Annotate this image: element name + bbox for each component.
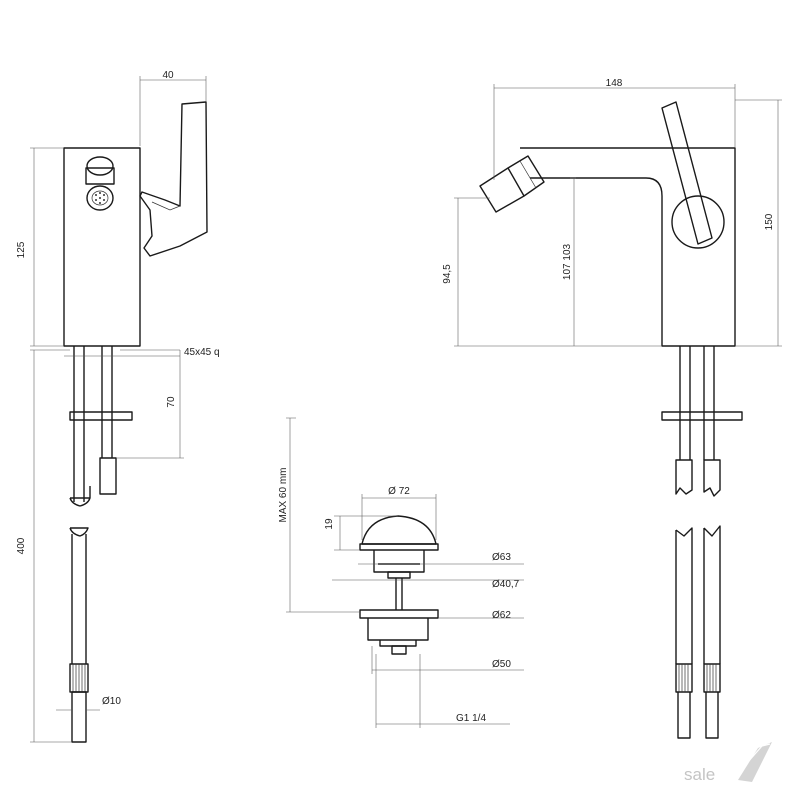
dim-side-width: 40 <box>162 70 174 81</box>
dim-front-height: 150 <box>764 213 775 230</box>
drain-tail <box>391 645 407 655</box>
front-body <box>520 147 736 347</box>
front-hoses <box>675 525 721 664</box>
dim-body-height: 107 103 <box>562 243 573 280</box>
dim-40-line <box>139 76 207 146</box>
dim-d72-line <box>361 494 437 540</box>
dim-max-line <box>286 417 360 613</box>
front-pipes <box>679 346 715 460</box>
front-plate <box>661 411 743 421</box>
drain-view: MAX 60 mm 19 Ø 72 Ø63 Ø40,7 Ø62 Ø50 G1 1… <box>278 417 524 728</box>
dim-max-height: MAX 60 mm <box>278 467 289 522</box>
front-view: 148 150 94,5 107 103 <box>442 78 782 739</box>
dim-d63: Ø63 <box>492 552 511 563</box>
drain-stem <box>395 578 403 610</box>
hose-lower <box>69 527 89 664</box>
dim-cap-height: 19 <box>324 518 335 530</box>
dim-hose-diameter: Ø10 <box>102 696 121 707</box>
dim-spout-height: 94,5 <box>442 264 453 284</box>
drain-waste <box>367 618 429 647</box>
aerator <box>85 156 115 211</box>
dim-g114-line <box>375 654 510 728</box>
dim-connection: 45x45 q <box>184 347 220 358</box>
dim-107-line <box>570 177 576 346</box>
dim-cap-diameter: Ø 72 <box>388 486 410 497</box>
dim-connection-depth: 70 <box>166 396 177 408</box>
mounting-plate <box>69 411 133 421</box>
dim-150-line <box>735 99 782 347</box>
brand-logo-text: sale <box>684 765 715 784</box>
dim-front-width: 148 <box>606 78 623 89</box>
dim-side-height: 125 <box>16 241 27 258</box>
front-lever <box>661 101 725 249</box>
dim-400-line <box>30 349 72 743</box>
front-nut-right <box>703 663 721 693</box>
dim-19-line <box>334 515 398 551</box>
drain-flange <box>359 543 439 551</box>
dim-d40-7: Ø40,7 <box>492 579 520 590</box>
front-hose-ends <box>677 692 719 739</box>
drain-body <box>373 550 425 573</box>
hose-break-top <box>69 486 91 507</box>
side-body <box>63 147 141 347</box>
dim-thread: G1 1/4 <box>456 713 486 724</box>
dim-125-line <box>30 147 64 347</box>
side-view: 40 125 45x45 q 70 400 Ø10 <box>16 70 220 743</box>
front-nut-left <box>675 663 693 693</box>
brand-logo: sale <box>684 742 772 784</box>
dim-94-line <box>454 197 662 347</box>
side-handle <box>139 101 208 257</box>
drain-cap <box>361 515 437 545</box>
front-fittings <box>675 459 721 497</box>
brand-logo-mark <box>738 742 772 782</box>
dim-d62: Ø62 <box>492 610 511 621</box>
drain-base <box>359 609 439 619</box>
side-fitting <box>99 457 117 495</box>
hose-end <box>71 691 87 743</box>
dim-148-line <box>493 84 736 180</box>
dim-hose-length: 400 <box>16 537 27 554</box>
dim-70-line <box>64 349 184 459</box>
drain-collar <box>387 571 411 579</box>
dim-d50: Ø50 <box>492 659 511 670</box>
dim-d50-line <box>371 646 524 674</box>
spout-nozzle <box>479 155 545 213</box>
side-pipes <box>73 346 113 502</box>
